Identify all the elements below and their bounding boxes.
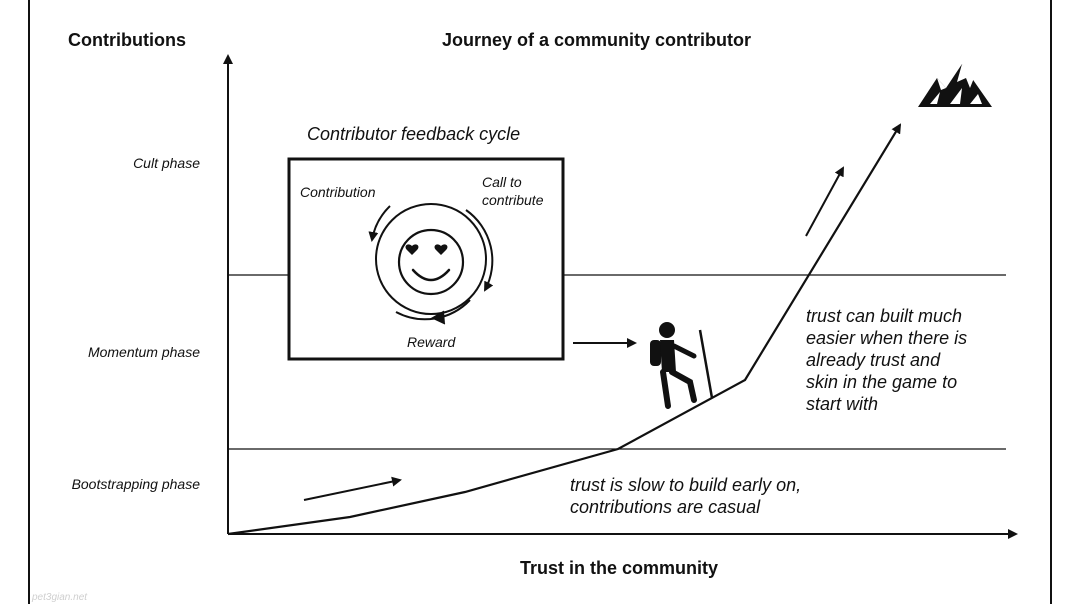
cycle-label-call-to-contribute: Call to contribute — [482, 174, 544, 208]
cycle-arrow-head-bottom — [430, 310, 446, 325]
cycle-label-contribution: Contribution — [300, 184, 376, 200]
mountain-icon — [918, 64, 992, 107]
phase-label-cult: Cult phase — [133, 155, 200, 171]
watermark: pet3gian.net — [32, 592, 88, 603]
frame-left-border — [28, 0, 30, 604]
y-axis-label: Contributions — [68, 30, 186, 50]
annotation-slow-trust: trust is slow to build early on, contrib… — [570, 475, 802, 517]
phase-label-bootstrapping: Bootstrapping phase — [71, 476, 200, 492]
frame-right-border — [1050, 0, 1052, 604]
hiker-icon — [650, 322, 714, 409]
annotation-fast-trust: trust can built much easier when there i… — [806, 306, 968, 414]
journey-curve — [227, 123, 902, 536]
x-axis-label: Trust in the community — [520, 558, 719, 578]
phase-label-momentum: Momentum phase — [87, 344, 200, 360]
diagram-title: Journey of a community contributor — [442, 30, 752, 50]
smiley-face-icon — [397, 228, 465, 296]
cult-direction-arrow — [805, 166, 844, 237]
bootstrapping-direction-arrow — [303, 476, 402, 501]
cycle-label-reward: Reward — [407, 334, 456, 350]
feedback-cycle-title: Contributor feedback cycle — [307, 124, 521, 144]
